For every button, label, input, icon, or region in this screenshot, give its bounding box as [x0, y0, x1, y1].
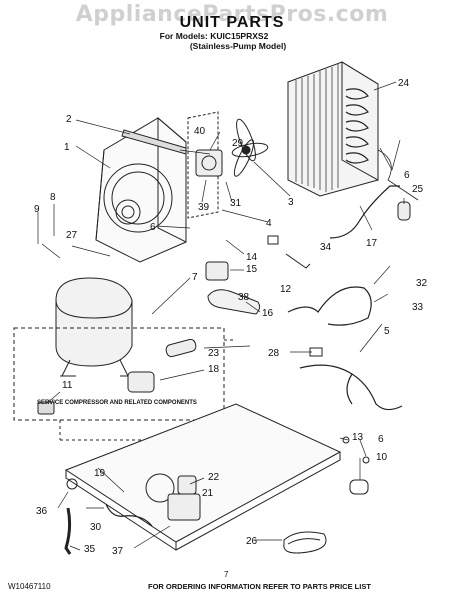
callout-30: 30: [90, 522, 102, 533]
callout-3: 3: [288, 197, 294, 208]
callout-36: 36: [36, 506, 48, 517]
page-number: 7: [224, 570, 229, 579]
callout-6c: 6: [378, 434, 384, 445]
callout-40: 40: [194, 126, 206, 137]
callout-7: 7: [192, 272, 198, 283]
callout-24: 24: [398, 78, 410, 89]
callout-19: 19: [94, 468, 106, 479]
callout-28: 28: [268, 348, 280, 359]
fan-motor-bracket: [187, 111, 223, 219]
callout-13: 13: [352, 432, 364, 443]
callout-6b: 6: [150, 222, 156, 233]
hose-30: [105, 503, 153, 527]
tubing-26: [283, 531, 327, 554]
variant-line: (Stainless-Pump Model): [189, 41, 287, 51]
harness-16: [287, 286, 372, 326]
service-compressor-note: SERVICE COMPRESSOR AND RELATED COMPONENT…: [37, 400, 197, 406]
drier: [397, 201, 411, 221]
callout-14: 14: [246, 252, 258, 263]
callout-15: 15: [246, 264, 258, 275]
callout-39: 39: [198, 202, 210, 213]
callout-33: 33: [412, 302, 424, 313]
callout-4: 4: [266, 218, 272, 229]
start-relay: [127, 371, 155, 393]
callout-12: 12: [280, 284, 292, 295]
fan-shroud: [95, 116, 187, 263]
callout-37: 37: [112, 546, 124, 557]
callout-9: 9: [34, 204, 40, 215]
callout-31: 31: [230, 198, 242, 209]
foam-strip: [121, 129, 187, 155]
callout-17: 17: [366, 238, 378, 249]
overload-protector: [205, 261, 229, 281]
callout-27: 27: [66, 230, 78, 241]
callout-2: 2: [66, 114, 72, 125]
callout-35: 35: [84, 544, 96, 555]
callout-34: 34: [320, 242, 332, 253]
wire-tie: [285, 253, 311, 269]
callout-5: 5: [384, 326, 390, 337]
connector-34: [267, 235, 279, 245]
screw-13: [342, 436, 350, 444]
page-title: UNIT PARTS: [179, 14, 285, 31]
clamp: [207, 289, 261, 315]
fitting-36: [66, 478, 78, 490]
callout-18: 18: [208, 364, 220, 375]
callout-29: 29: [232, 138, 244, 149]
callout-38: 38: [238, 292, 250, 303]
fan-blade: [231, 118, 269, 177]
callout-23: 23: [208, 348, 220, 359]
drain-pump: [145, 473, 201, 521]
callout-25: 25: [412, 184, 424, 195]
ordering-info: FOR ORDERING INFORMATION REFER TO PARTS …: [148, 582, 371, 591]
capacitor: [165, 338, 197, 358]
condenser-coil: [287, 61, 419, 201]
models-line: For Models: KUIC15PRXS2: [159, 31, 269, 41]
service-compressor-box: [13, 327, 225, 421]
callout-6a: 6: [404, 170, 410, 181]
callout-21: 21: [202, 488, 214, 499]
callout-22: 22: [208, 472, 220, 483]
callout-16: 16: [262, 308, 274, 319]
callout-26: 26: [246, 536, 258, 547]
callout-8: 8: [50, 192, 56, 203]
callout-1: 1: [64, 142, 70, 153]
washer: [37, 401, 55, 415]
harness-17: [329, 185, 400, 239]
callout-11: 11: [62, 380, 73, 391]
base-pan: [64, 403, 342, 551]
compressor: [55, 277, 136, 377]
harness-5: [299, 364, 403, 411]
callout-10: 10: [376, 452, 388, 463]
hose-35: [64, 507, 72, 555]
document-number: W10467110: [8, 582, 51, 591]
screw-6: [362, 456, 370, 464]
callout-32: 32: [416, 278, 428, 289]
clamp-10: [349, 479, 369, 495]
watermark: AppliancePartsPros.com: [75, 2, 389, 27]
